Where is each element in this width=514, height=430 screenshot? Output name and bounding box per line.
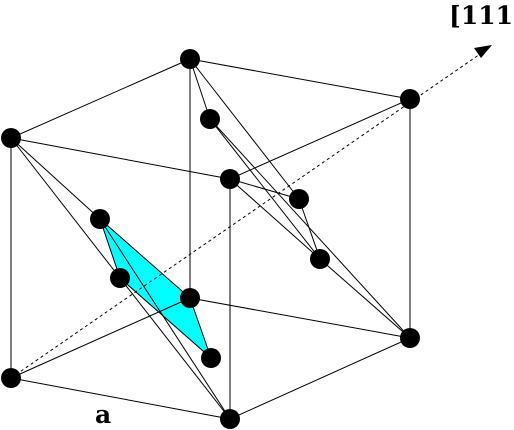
cube-edge bbox=[10, 377, 231, 420]
cube-edge bbox=[189, 297, 411, 339]
plane-line bbox=[319, 258, 411, 339]
atom bbox=[200, 109, 220, 129]
plane-lines bbox=[10, 58, 411, 420]
cube-edges bbox=[10, 58, 411, 420]
lattice-constant-label: a bbox=[95, 400, 111, 429]
plane-line bbox=[99, 218, 231, 420]
atom bbox=[180, 49, 200, 69]
plane-line bbox=[10, 137, 101, 220]
plane-line bbox=[298, 198, 321, 260]
atom bbox=[289, 189, 309, 209]
cube-edge bbox=[229, 337, 411, 420]
plane-line bbox=[229, 178, 300, 200]
atom bbox=[110, 268, 130, 288]
plane-line bbox=[119, 277, 231, 420]
cube-edge bbox=[10, 137, 231, 180]
plane-line bbox=[229, 178, 321, 260]
atom bbox=[400, 89, 420, 109]
atom bbox=[220, 409, 240, 429]
atom bbox=[180, 288, 200, 308]
cube-edge bbox=[229, 98, 411, 180]
atom bbox=[90, 209, 110, 229]
direction-arrowhead bbox=[474, 45, 492, 58]
atom bbox=[201, 348, 221, 368]
cube-edge bbox=[10, 297, 191, 379]
atom bbox=[310, 249, 330, 269]
atom bbox=[220, 169, 240, 189]
shaded-lattice-plane bbox=[98, 217, 213, 360]
cube-edge bbox=[10, 58, 191, 139]
atom bbox=[1, 368, 21, 388]
plane-line bbox=[189, 58, 300, 200]
cube-edge bbox=[189, 58, 411, 100]
atoms bbox=[1, 49, 420, 429]
plane-line bbox=[209, 118, 411, 339]
direction-label: [111] bbox=[449, 1, 514, 30]
plane-line bbox=[189, 58, 211, 120]
plane-line bbox=[10, 137, 121, 279]
atom bbox=[1, 128, 21, 148]
atom bbox=[400, 328, 420, 348]
